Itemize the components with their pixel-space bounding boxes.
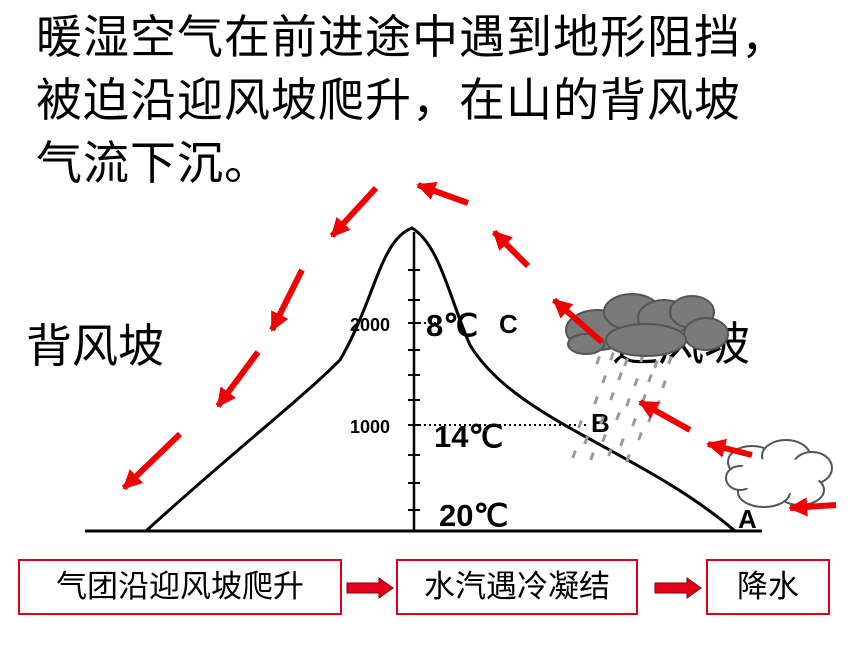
flow-arrow-1 <box>346 577 394 599</box>
heading-line-1: 暖湿空气在前进途中遇到地形阻挡， <box>36 10 788 64</box>
rain-cloud-icon <box>565 293 729 357</box>
flow-step-rising: 气团沿迎风坡爬升 <box>18 559 342 615</box>
temperature-label-c: 8℃ <box>426 308 478 343</box>
altitude-label-1000: 1000 <box>350 417 390 437</box>
heading-line-2: 被迫沿迎风坡爬升，在山的背风坡 <box>36 73 741 127</box>
mountain-outline <box>144 226 736 533</box>
heading-line-3: 气流下沉。 <box>36 136 271 190</box>
flow-arrow-2 <box>654 577 702 599</box>
airflow-arrows <box>121 181 837 517</box>
point-label-a: A <box>738 504 757 534</box>
leeward-slope-label: 背风坡 <box>26 319 164 373</box>
temperature-label-b: 14℃ <box>434 419 503 454</box>
flow-step-precipitation: 降水 <box>706 559 830 615</box>
white-cloud-fill <box>736 458 820 494</box>
heading: 暖湿空气在前进途中遇到地形阻挡， 被迫沿迎风坡爬升，在山的背风坡 气流下沉。 <box>36 6 851 195</box>
point-label-c: C <box>499 309 518 339</box>
wind-arrow-icon <box>788 497 837 517</box>
flow-step-condensation: 水汽遇冷凝结 <box>396 559 638 615</box>
temperature-label-a: 20℃ <box>439 498 508 533</box>
altitude-label-2000: 2000 <box>350 315 390 335</box>
axis-ticks <box>408 269 420 511</box>
